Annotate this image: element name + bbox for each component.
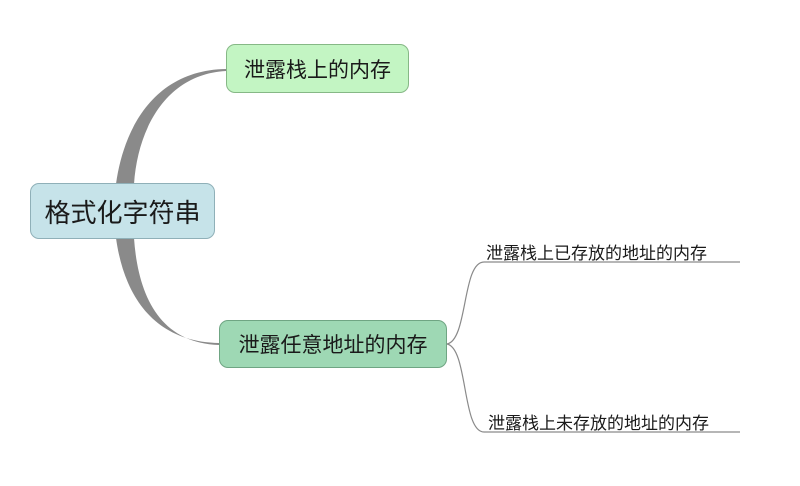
root-node[interactable]: 格式化字符串 <box>30 183 215 239</box>
branch-node-label: 泄露栈上的内存 <box>244 57 391 82</box>
leaf-node-label: 泄露栈上未存放的地址的内存 <box>488 414 709 434</box>
leaf-node-unstored-address[interactable]: 泄露栈上未存放的地址的内存 <box>488 409 709 434</box>
connector-branch-2-to-leaf-1 <box>446 261 740 345</box>
connector-root-to-branch-1 <box>116 69 226 184</box>
leaf-node-label: 泄露栈上已存放的地址的内存 <box>486 244 707 264</box>
connector-branch-2-to-leaf-2 <box>446 343 740 433</box>
branch-node-label: 泄露任意地址的内存 <box>238 333 428 357</box>
leaf-node-stored-address[interactable]: 泄露栈上已存放的地址的内存 <box>486 239 707 264</box>
connector-root-to-branch-2 <box>116 238 219 345</box>
branch-node-leak-stack-memory[interactable]: 泄露栈上的内存 <box>226 44 409 93</box>
root-node-label: 格式化字符串 <box>44 198 201 229</box>
branch-node-leak-arbitrary-address-memory[interactable]: 泄露任意地址的内存 <box>219 320 447 368</box>
